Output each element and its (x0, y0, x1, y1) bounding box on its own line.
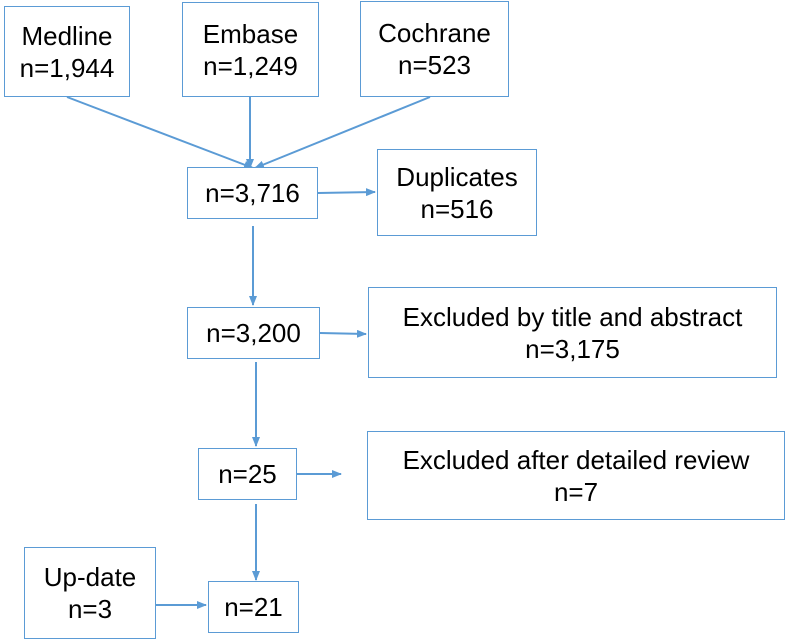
detailed-review-exclusion-count: n=7 (553, 476, 599, 507)
combined-count-box: n=3,716 (187, 167, 318, 219)
after-duplicates-box: n=3,200 (187, 307, 320, 359)
update-box: Up-date n=3 (24, 547, 156, 639)
detailed-review-exclusion-label: Excluded after detailed review (402, 444, 750, 475)
cochrane-label: Cochrane (378, 18, 491, 48)
cochrane-box: Cochrane n=523 (360, 1, 509, 97)
duplicates-count: n=516 (420, 193, 494, 224)
medline-box: Medline n=1,944 (4, 6, 130, 97)
medline-count: n=1,944 (19, 52, 115, 83)
embase-box: Embase n=1,249 (182, 2, 319, 97)
after-title-abstract-box: n=25 (198, 448, 297, 500)
medline-label: Medline (21, 20, 113, 51)
combined-count: n=3,716 (205, 178, 300, 208)
update-label: Up-date (43, 562, 137, 592)
arrow-combined-to-duplicates (317, 188, 376, 197)
update-count: n=3 (67, 594, 113, 624)
final-count-box: n=21 (208, 581, 299, 633)
detailed-review-exclusion-box: Excluded after detailed review n=7 (367, 431, 785, 520)
after-title-abstract-count: n=25 (218, 459, 277, 489)
duplicates-label: Duplicates (396, 161, 518, 192)
embase-label: Embase (202, 18, 299, 49)
title-abstract-exclusion-box: Excluded by title and abstract n=3,175 (368, 287, 777, 378)
final-count: n=21 (224, 592, 283, 622)
after-duplicates-count: n=3,200 (206, 318, 301, 348)
arrow-cochrane-to-combined (254, 96, 431, 169)
arrow-3200-to-title-abstract-exclusion (319, 329, 367, 338)
arrow-medline-to-combined (66, 96, 254, 169)
embase-count: n=1,249 (203, 50, 298, 81)
duplicates-box: Duplicates n=516 (377, 149, 537, 236)
title-abstract-exclusion-label: Excluded by title and abstract (402, 301, 743, 332)
cochrane-count: n=523 (397, 50, 472, 80)
title-abstract-exclusion-count: n=3,175 (525, 333, 620, 364)
